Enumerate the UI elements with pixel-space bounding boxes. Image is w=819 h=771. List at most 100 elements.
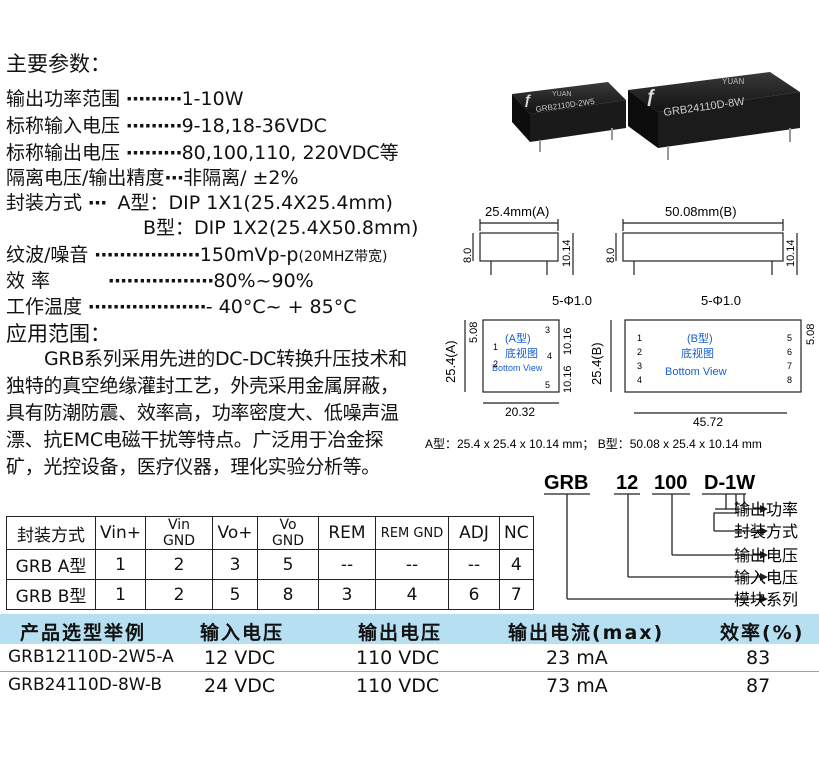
- dimension-drawings: 25.4mm(A) 50.08mm(B) 8.0 10.14 8.0 10.14…: [425, 204, 817, 451]
- svg-text:8: 8: [787, 375, 792, 385]
- selection-header-cell: 效率(%): [720, 622, 805, 644]
- pin-header: Vin+: [95, 516, 146, 550]
- pin-cell: --: [318, 549, 376, 580]
- selection-cell: 24 VDC: [204, 675, 276, 697]
- pin-cell: 4: [375, 579, 449, 610]
- selection-cell: 23 mA: [546, 647, 608, 669]
- svg-text:输入电压: 输入电压: [734, 569, 798, 587]
- svg-text:100: 100: [654, 472, 687, 494]
- selection-table: 产品选型举例 输入电压 输出电压 输出电流(max) 效率(%) GRB1211…: [0, 614, 819, 699]
- pin-cell: 1: [95, 549, 146, 580]
- svg-text:ƒ: ƒ: [646, 86, 656, 106]
- svg-text:25.4mm(A): 25.4mm(A): [485, 204, 549, 219]
- svg-text:ƒ: ƒ: [524, 91, 532, 107]
- pin-cell: GRB A型: [6, 549, 96, 580]
- selection-cell: GRB24110D-8W-B: [8, 675, 163, 695]
- svg-text:5-Φ1.0: 5-Φ1.0: [552, 293, 592, 308]
- svg-text:(A型): (A型): [505, 331, 531, 345]
- svg-text:D-1W: D-1W: [704, 472, 755, 494]
- pin-cell: 5: [257, 549, 319, 580]
- svg-text:5.08: 5.08: [468, 322, 480, 343]
- svg-text:输出功率: 输出功率: [734, 501, 798, 519]
- pin-cell: --: [375, 549, 449, 580]
- selection-cell: 110 VDC: [356, 647, 440, 669]
- svg-text:8.0: 8.0: [462, 248, 474, 263]
- pin-cell: 6: [448, 579, 500, 610]
- pin-header: Vo+: [212, 516, 258, 550]
- selection-header: 产品选型举例 输入电压 输出电压 输出电流(max) 效率(%): [0, 614, 819, 644]
- pin-header: ADJ: [448, 516, 500, 550]
- model-code-legend: GRB 12 100 D-1W 输出功率 封装方式 输出电压 输入电压 模块系列: [544, 472, 798, 609]
- svg-text:5.08: 5.08: [805, 324, 817, 345]
- svg-text:50.08mm(B): 50.08mm(B): [665, 204, 737, 219]
- svg-text:3: 3: [637, 361, 642, 371]
- pin-cell: 2: [145, 549, 213, 580]
- large-module-photo: ƒ YUAN GRB24110D-8W: [628, 72, 800, 160]
- pin-header: Vin GND: [145, 516, 213, 550]
- param-isolation: 隔离电压/输出精度···非隔离/ ±2%: [6, 167, 299, 189]
- svg-text:封装方式: 封装方式: [734, 523, 798, 541]
- svg-text:10.14: 10.14: [561, 239, 573, 267]
- app-heading: 应用范围：: [6, 322, 111, 346]
- selection-cell: 110 VDC: [356, 675, 440, 697]
- svg-text:1: 1: [637, 333, 642, 343]
- svg-text:10.16: 10.16: [562, 365, 574, 393]
- param-power: 输出功率范围 ·········1-10W: [6, 88, 244, 110]
- svg-text:A型：25.4 x 25.4 x 10.14 mm； B型：: A型：25.4 x 25.4 x 10.14 mm； B型：50.08 x 25…: [425, 437, 762, 451]
- svg-text:2: 2: [493, 359, 498, 369]
- app-text: GRB系列采用先进的DC-DC转换升压技术和独特的真空绝缘灌封工艺，外壳采用金属…: [6, 348, 408, 478]
- svg-text:6: 6: [787, 347, 792, 357]
- pin-cell: 5: [212, 579, 258, 610]
- selection-cell: 87: [746, 675, 771, 697]
- param-package-b: B型：DIP 1X2(25.4X50.8mm): [143, 217, 419, 239]
- selection-header-cell: 输出电流(max): [508, 622, 665, 644]
- table-row: GRB12110D-2W5-A 12 VDC 110 VDC 23 mA 83: [0, 644, 819, 672]
- svg-text:4: 4: [547, 351, 552, 361]
- svg-text:5: 5: [545, 380, 550, 390]
- svg-text:10.14: 10.14: [785, 239, 797, 267]
- svg-text:4: 4: [637, 375, 642, 385]
- pin-table: 封装方式 Vin+ Vin GND Vo+ Vo GND REM REM GND…: [6, 516, 534, 610]
- param-input-voltage: 标称输入电压 ·········9-18,18-36VDC: [6, 115, 327, 137]
- table-row: GRB A型 1 2 3 5 -- -- -- 4: [6, 549, 534, 580]
- svg-text:YUAN: YUAN: [722, 77, 744, 86]
- svg-text:(B型): (B型): [687, 331, 713, 345]
- svg-text:7: 7: [787, 361, 792, 371]
- svg-text:YUAN: YUAN: [552, 91, 571, 98]
- svg-text:5-Φ1.0: 5-Φ1.0: [701, 293, 741, 308]
- svg-text:5: 5: [787, 333, 792, 343]
- svg-text:3: 3: [545, 325, 550, 335]
- svg-text:1: 1: [493, 342, 498, 352]
- param-efficiency: 效 率 ·················80%~90%: [6, 270, 314, 292]
- table-row: GRB24110D-8W-B 24 VDC 110 VDC 73 mA 87: [0, 672, 819, 699]
- product-photos: ƒ YUAN GRB2110D-2W5 ƒ YUAN GRB24110D-8W: [512, 72, 800, 160]
- pin-cell: 4: [499, 549, 534, 580]
- pin-header: REM GND: [375, 516, 449, 550]
- selection-header-cell: 输出电压: [358, 622, 443, 644]
- pin-cell: 3: [212, 549, 258, 580]
- pin-cell: 1: [95, 579, 146, 610]
- selection-cell: 83: [746, 647, 771, 669]
- pin-header: 封装方式: [6, 516, 96, 550]
- selection-cell: 73 mA: [546, 675, 608, 697]
- svg-text:底视图: 底视图: [505, 346, 538, 360]
- svg-text:10.16: 10.16: [562, 327, 574, 355]
- svg-text:模块系列: 模块系列: [734, 591, 798, 609]
- svg-text:GRB: GRB: [544, 472, 588, 494]
- pin-cell: 7: [499, 579, 534, 610]
- svg-text:12: 12: [616, 472, 638, 494]
- selection-header-cell: 产品选型举例: [20, 622, 147, 644]
- svg-text:Bottom View: Bottom View: [492, 363, 543, 373]
- selection-cell: GRB12110D-2W5-A: [8, 647, 174, 667]
- svg-text:8.0: 8.0: [605, 248, 617, 263]
- pin-header: NC: [499, 516, 534, 550]
- svg-text:输出电压: 输出电压: [734, 547, 798, 565]
- pin-header: REM: [318, 516, 376, 550]
- svg-text:Bottom View: Bottom View: [665, 366, 727, 378]
- pin-cell: 3: [318, 579, 376, 610]
- selection-header-cell: 输入电压: [200, 622, 285, 644]
- param-ripple: 纹波/噪音 ·················150mVp-p(20MHZ带宽): [6, 244, 388, 266]
- small-module-photo: ƒ YUAN GRB2110D-2W5: [512, 82, 626, 152]
- param-output-voltage: 标称输出电压 ·········80,100,110, 220VDC等: [6, 142, 399, 164]
- pin-cell: 8: [257, 579, 319, 610]
